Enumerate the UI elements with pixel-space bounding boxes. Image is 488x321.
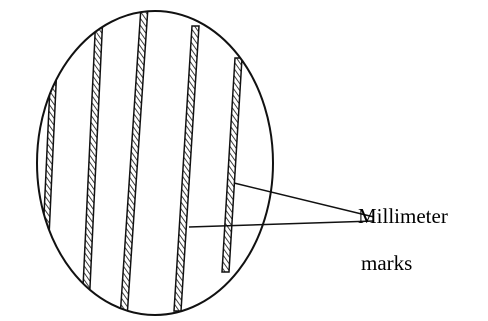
label-millimeter: Millimeter [358, 204, 448, 228]
millimeter-mark-5 [221, 57, 243, 273]
millimeter-mark-2 [81, 13, 104, 309]
millimeter-mark-3 [119, 11, 149, 315]
leader-line-lower [188, 220, 375, 228]
label-marks: marks [361, 251, 412, 275]
leader-line-upper [233, 182, 375, 218]
field-of-view-circle [36, 10, 274, 316]
millimeter-mark-4 [173, 25, 200, 312]
millimeter-mark-1 [41, 42, 59, 259]
